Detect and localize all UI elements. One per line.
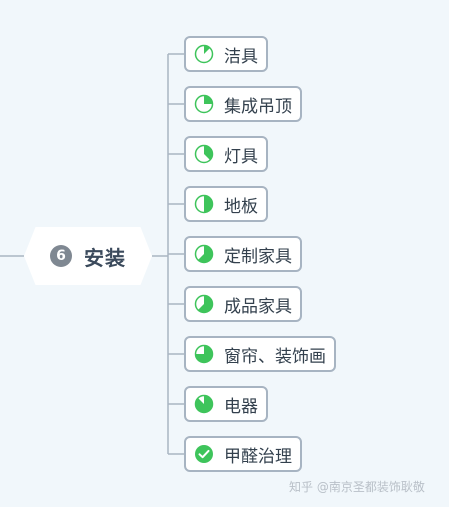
subtopic-label: 甲醛治理 bbox=[224, 446, 292, 467]
subtopic-node[interactable]: 定制家具 bbox=[184, 236, 302, 272]
task-progress-pie-icon bbox=[194, 244, 214, 264]
subtopic-node[interactable]: 甲醛治理 bbox=[184, 436, 302, 472]
subtopic-label: 集成吊顶 bbox=[224, 96, 292, 117]
task-progress-pie-icon bbox=[194, 394, 214, 414]
task-progress-pie-icon bbox=[194, 144, 214, 164]
task-progress-pie-icon bbox=[194, 94, 214, 114]
subtopic-node[interactable]: 成品家具 bbox=[184, 286, 302, 322]
subtopic-label: 窗帘、装饰画 bbox=[224, 346, 326, 367]
central-topic-node[interactable]: 6 安装 bbox=[24, 227, 152, 285]
central-topic-title: 安装 bbox=[84, 245, 126, 270]
subtopic-label: 洁具 bbox=[224, 46, 258, 67]
priority-6-badge-icon: 6 bbox=[50, 245, 72, 267]
subtopic-node[interactable]: 窗帘、装饰画 bbox=[184, 336, 336, 372]
subtopic-node[interactable]: 电器 bbox=[184, 386, 268, 422]
task-progress-pie-icon bbox=[194, 194, 214, 214]
task-progress-pie-icon bbox=[194, 294, 214, 314]
subtopic-node[interactable]: 灯具 bbox=[184, 136, 268, 172]
subtopic-label: 地板 bbox=[224, 196, 258, 217]
subtopic-label: 成品家具 bbox=[224, 296, 292, 317]
watermark: 知乎 @南京圣都装饰耿敬 bbox=[289, 480, 425, 494]
subtopic-label: 定制家具 bbox=[224, 246, 292, 267]
task-progress-pie-icon bbox=[194, 44, 214, 64]
subtopic-label: 电器 bbox=[224, 396, 258, 417]
subtopic-node[interactable]: 地板 bbox=[184, 186, 268, 222]
task-progress-pie-icon bbox=[194, 344, 214, 364]
subtopic-node[interactable]: 集成吊顶 bbox=[184, 86, 302, 122]
task-complete-check-icon bbox=[195, 445, 213, 463]
subtopic-node[interactable]: 洁具 bbox=[184, 36, 268, 72]
subtopic-label: 灯具 bbox=[224, 146, 258, 167]
